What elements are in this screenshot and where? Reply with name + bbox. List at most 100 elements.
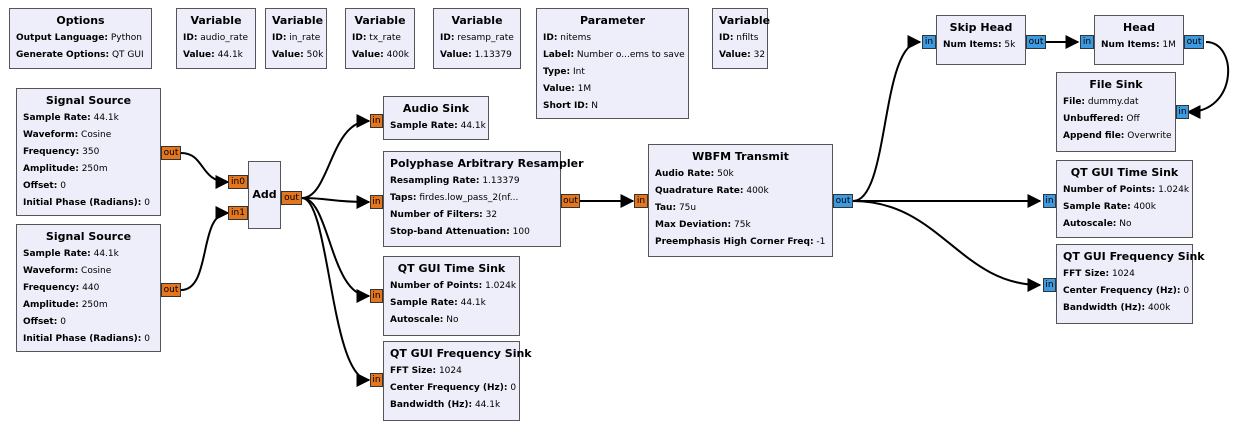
param-output-language: Output Language: Python	[16, 30, 145, 47]
wire-wbfm-to-skip-head	[852, 35, 922, 202]
head-out-port[interactable]: out	[1184, 35, 1204, 49]
signal-source-2-out-port[interactable]: out	[161, 283, 181, 297]
param-key: ID:	[352, 33, 367, 43]
skip-head-out-port[interactable]: out	[1026, 35, 1046, 49]
qt-gui-time-sink-block-1[interactable]: QT GUI Time Sink Number of Points: 1.024…	[383, 256, 520, 336]
add-in1-port[interactable]: in1	[228, 206, 248, 220]
param-value: -1	[816, 237, 826, 247]
param-sample-rate: Sample Rate: 400k	[1063, 199, 1186, 216]
param-label: Label: Number o...ems to save	[543, 47, 685, 64]
param-key: Amplitude:	[23, 300, 79, 310]
variable-in-rate-block[interactable]: Variable ID: in_rate Value: 50k	[265, 8, 327, 69]
param-value: 44.1k	[474, 400, 501, 410]
wire-wbfm-to-freq-sink-2	[852, 200, 1042, 292]
param-key: Short ID:	[543, 101, 589, 111]
param-key: Initial Phase (Radians):	[23, 334, 142, 344]
param-value: resamp_rate	[457, 33, 514, 43]
param-key: Taps:	[390, 193, 417, 203]
signal-source-block-2[interactable]: Signal Source Sample Rate: 44.1k Wavefor…	[16, 224, 161, 352]
resampler-in-port[interactable]: in	[370, 195, 383, 209]
param-key: Output Language:	[16, 33, 108, 43]
param-key: Append file:	[1063, 131, 1125, 141]
param-value: 0	[144, 334, 150, 344]
param-key: Value:	[183, 50, 215, 60]
skip-head-block[interactable]: Skip Head Num Items: 5k	[936, 15, 1026, 65]
wbfm-transmit-block[interactable]: WBFM Transmit Audio Rate: 50k Quadrature…	[648, 144, 833, 257]
param-sample-rate: Sample Rate: 44.1k	[390, 118, 486, 135]
param-value: 400k	[746, 186, 769, 196]
time-sink-1-in-port[interactable]: in	[370, 289, 383, 303]
param-key: Autoscale:	[1063, 219, 1117, 229]
param-stop-band-attenuation: Stop-band Attenuation: 100	[390, 224, 554, 241]
add-in0-port[interactable]: in0	[228, 175, 248, 189]
skip-head-in-port[interactable]: in	[922, 35, 936, 49]
param-value: 32	[485, 210, 498, 220]
param-value: 44.1k	[93, 249, 119, 259]
param-key: Num Items:	[943, 40, 1002, 50]
add-out-port[interactable]: out	[281, 191, 302, 205]
wbfm-in-port[interactable]: in	[634, 194, 648, 208]
head-block[interactable]: Head Num Items: 1M	[1094, 15, 1184, 65]
param-value: firdes.low_pass_2(nf...	[419, 193, 519, 203]
freq-sink-1-in-port[interactable]: in	[370, 373, 383, 387]
block-title: QT GUI Frequency Sink	[1063, 250, 1205, 263]
param-number-of-points: Number of Points: 1.024k	[390, 278, 517, 295]
param-key: Sample Rate:	[390, 298, 458, 308]
audio-sink-in-port[interactable]: in	[370, 114, 383, 128]
file-sink-block[interactable]: File Sink File: dummy.dat Unbuffered: Of…	[1056, 72, 1176, 152]
qt-gui-time-sink-block-2[interactable]: QT GUI Time Sink Number of Points: 1.024…	[1056, 160, 1193, 238]
param-key: ID:	[719, 33, 734, 43]
variable-nfilts-block[interactable]: Variable ID: nfilts Value: 32	[712, 8, 770, 69]
param-sample-rate: Sample Rate: 44.1k	[23, 246, 154, 263]
variable-resamp-rate-block[interactable]: Variable ID: resamp_rate Value: 1.13379	[433, 8, 521, 69]
param-value-row: Value: 400k	[352, 47, 409, 64]
param-value: 1.024k	[1158, 185, 1190, 195]
param-value: nfilts	[736, 33, 759, 43]
resampler-out-port[interactable]: out	[561, 194, 580, 208]
param-value: Int	[572, 67, 585, 77]
time-sink-2-in-port[interactable]: in	[1043, 194, 1056, 208]
param-key: FFT Size:	[390, 366, 437, 376]
qt-gui-frequency-sink-block-1[interactable]: QT GUI Frequency Sink FFT Size: 1024 Cen…	[383, 341, 532, 421]
param-value: 44.1k	[460, 298, 486, 308]
freq-sink-2-in-port[interactable]: in	[1043, 278, 1056, 292]
param-waveform: Waveform: Cosine	[23, 127, 154, 144]
param-value: 100	[512, 227, 530, 237]
wbfm-out-port[interactable]: out	[833, 194, 853, 208]
param-initial-phase: Initial Phase (Radians): 0	[23, 331, 154, 348]
audio-sink-block[interactable]: Audio Sink Sample Rate: 44.1k	[383, 96, 489, 140]
parameter-block[interactable]: Parameter ID: nitems Label: Number o...e…	[536, 8, 689, 119]
options-block[interactable]: Options Output Language: Python Generate…	[9, 8, 152, 69]
variable-audio-rate-block[interactable]: Variable ID: audio_rate Value: 44.1k	[176, 8, 256, 69]
param-value: audio_rate	[200, 33, 249, 43]
param-tau: Tau: 75u	[655, 200, 826, 217]
block-title: Variable	[354, 14, 406, 27]
wire-source1-to-add-in0	[180, 152, 230, 189]
add-block[interactable]: Add	[248, 161, 281, 229]
variable-tx-rate-block[interactable]: Variable ID: tx_rate Value: 400k	[345, 8, 415, 69]
qt-gui-frequency-sink-block-2[interactable]: QT GUI Frequency Sink FFT Size: 1024 Cen…	[1056, 244, 1205, 324]
param-id: ID: audio_rate	[183, 30, 249, 47]
param-center-frequency: Center Frequency (Hz): 0	[390, 380, 517, 397]
param-key: Number of Points:	[1063, 185, 1156, 195]
param-value: 5k	[1004, 40, 1016, 50]
head-in-port[interactable]: in	[1080, 35, 1094, 49]
param-value: 0	[60, 181, 66, 191]
polyphase-resampler-block[interactable]: Polyphase Arbitrary Resampler Resampling…	[383, 151, 584, 247]
param-value: 0	[144, 198, 150, 208]
param-max-deviation: Max Deviation: 75k	[655, 217, 826, 234]
param-value: 1.024k	[485, 281, 517, 291]
param-key: Audio Rate:	[655, 169, 715, 179]
param-key: Bandwidth (Hz):	[1063, 303, 1146, 313]
wire-head-to-file-sink	[1186, 41, 1230, 119]
param-value: 50k	[717, 169, 734, 179]
param-value: 400k	[1133, 202, 1156, 212]
param-value: 0	[510, 383, 517, 393]
param-generate-options: Generate Options: QT GUI	[16, 47, 145, 64]
file-sink-in-port[interactable]: in	[1176, 105, 1189, 119]
signal-source-1-out-port[interactable]: out	[161, 146, 181, 160]
param-value-row: Value: 50k	[272, 47, 323, 64]
signal-source-block-1[interactable]: Signal Source Sample Rate: 44.1k Wavefor…	[16, 88, 161, 216]
param-fft-size: FFT Size: 1024	[390, 363, 513, 380]
